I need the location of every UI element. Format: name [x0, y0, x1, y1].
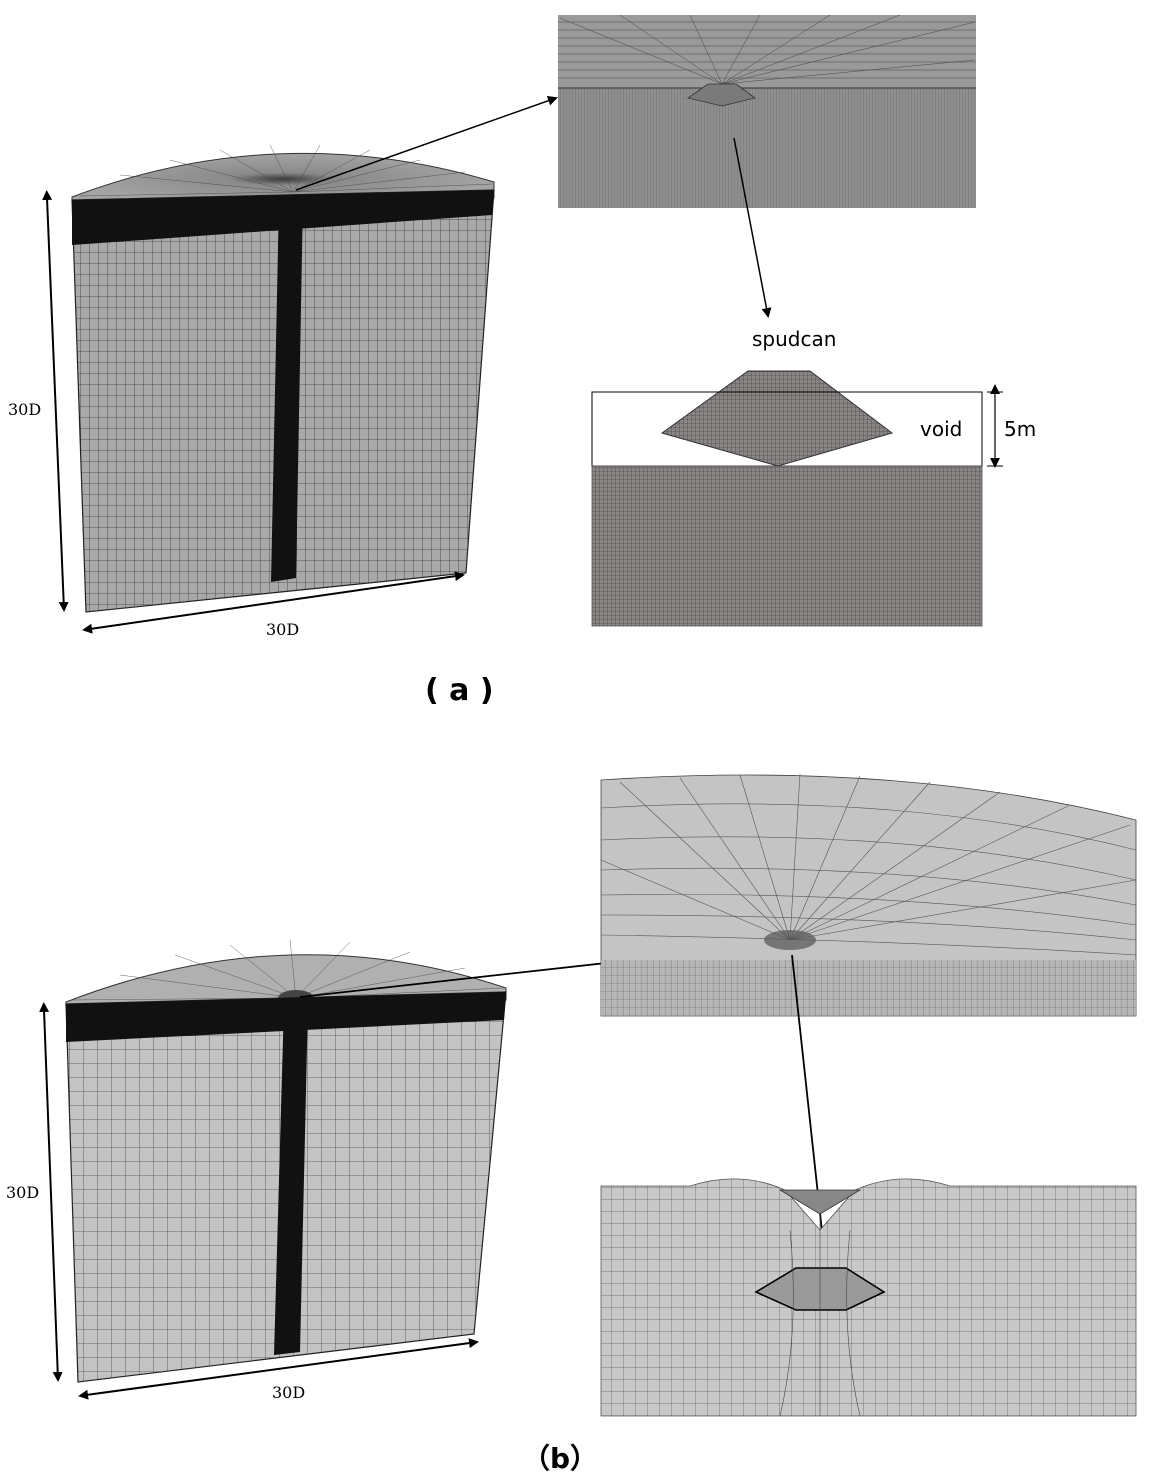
panel-b-3d-mesh [65, 939, 507, 1383]
panel-a-width-label: 30D [266, 620, 299, 639]
panel-b-detail [600, 1178, 1137, 1417]
panel-b-zoom-inset [600, 773, 1137, 1017]
panel-a-dense-column [271, 199, 303, 582]
panel-a-height-arrow [42, 190, 69, 612]
panel-a-detail [591, 370, 983, 627]
panel-a-3d-mesh [71, 144, 495, 613]
panel-a-zoom-arrow-1 [295, 95, 558, 191]
panel-b-radial-lines [71, 939, 505, 1001]
panel-b-width-label: 30D [272, 1383, 305, 1402]
panel-a-zoom-arrow-2 [733, 137, 772, 318]
void-label: void [920, 417, 962, 441]
spudcan-label: spudcan [752, 327, 836, 351]
depth-label: 5m [1004, 417, 1036, 441]
panel-b-height-label: 30D [6, 1183, 39, 1202]
panel-b-height-arrow [39, 1002, 63, 1382]
panel-a-inset-spudcan [687, 83, 756, 107]
panel-a-zoom-inset [558, 14, 976, 208]
panel-b-caption: （b） [522, 1442, 598, 1475]
panel-a-height-label: 30D [8, 400, 41, 419]
panel-a-width-arrow [82, 571, 465, 634]
panel-b-cavity-cone [778, 1189, 862, 1215]
panel-b-width-arrow [78, 1338, 479, 1400]
spudcan-mesh [660, 370, 894, 467]
panel-b-dense-column [274, 1003, 308, 1355]
panel-a-radial-lines [79, 144, 493, 197]
soil-mesh [591, 465, 983, 627]
panel-a-caption: ( a ) [425, 673, 494, 708]
